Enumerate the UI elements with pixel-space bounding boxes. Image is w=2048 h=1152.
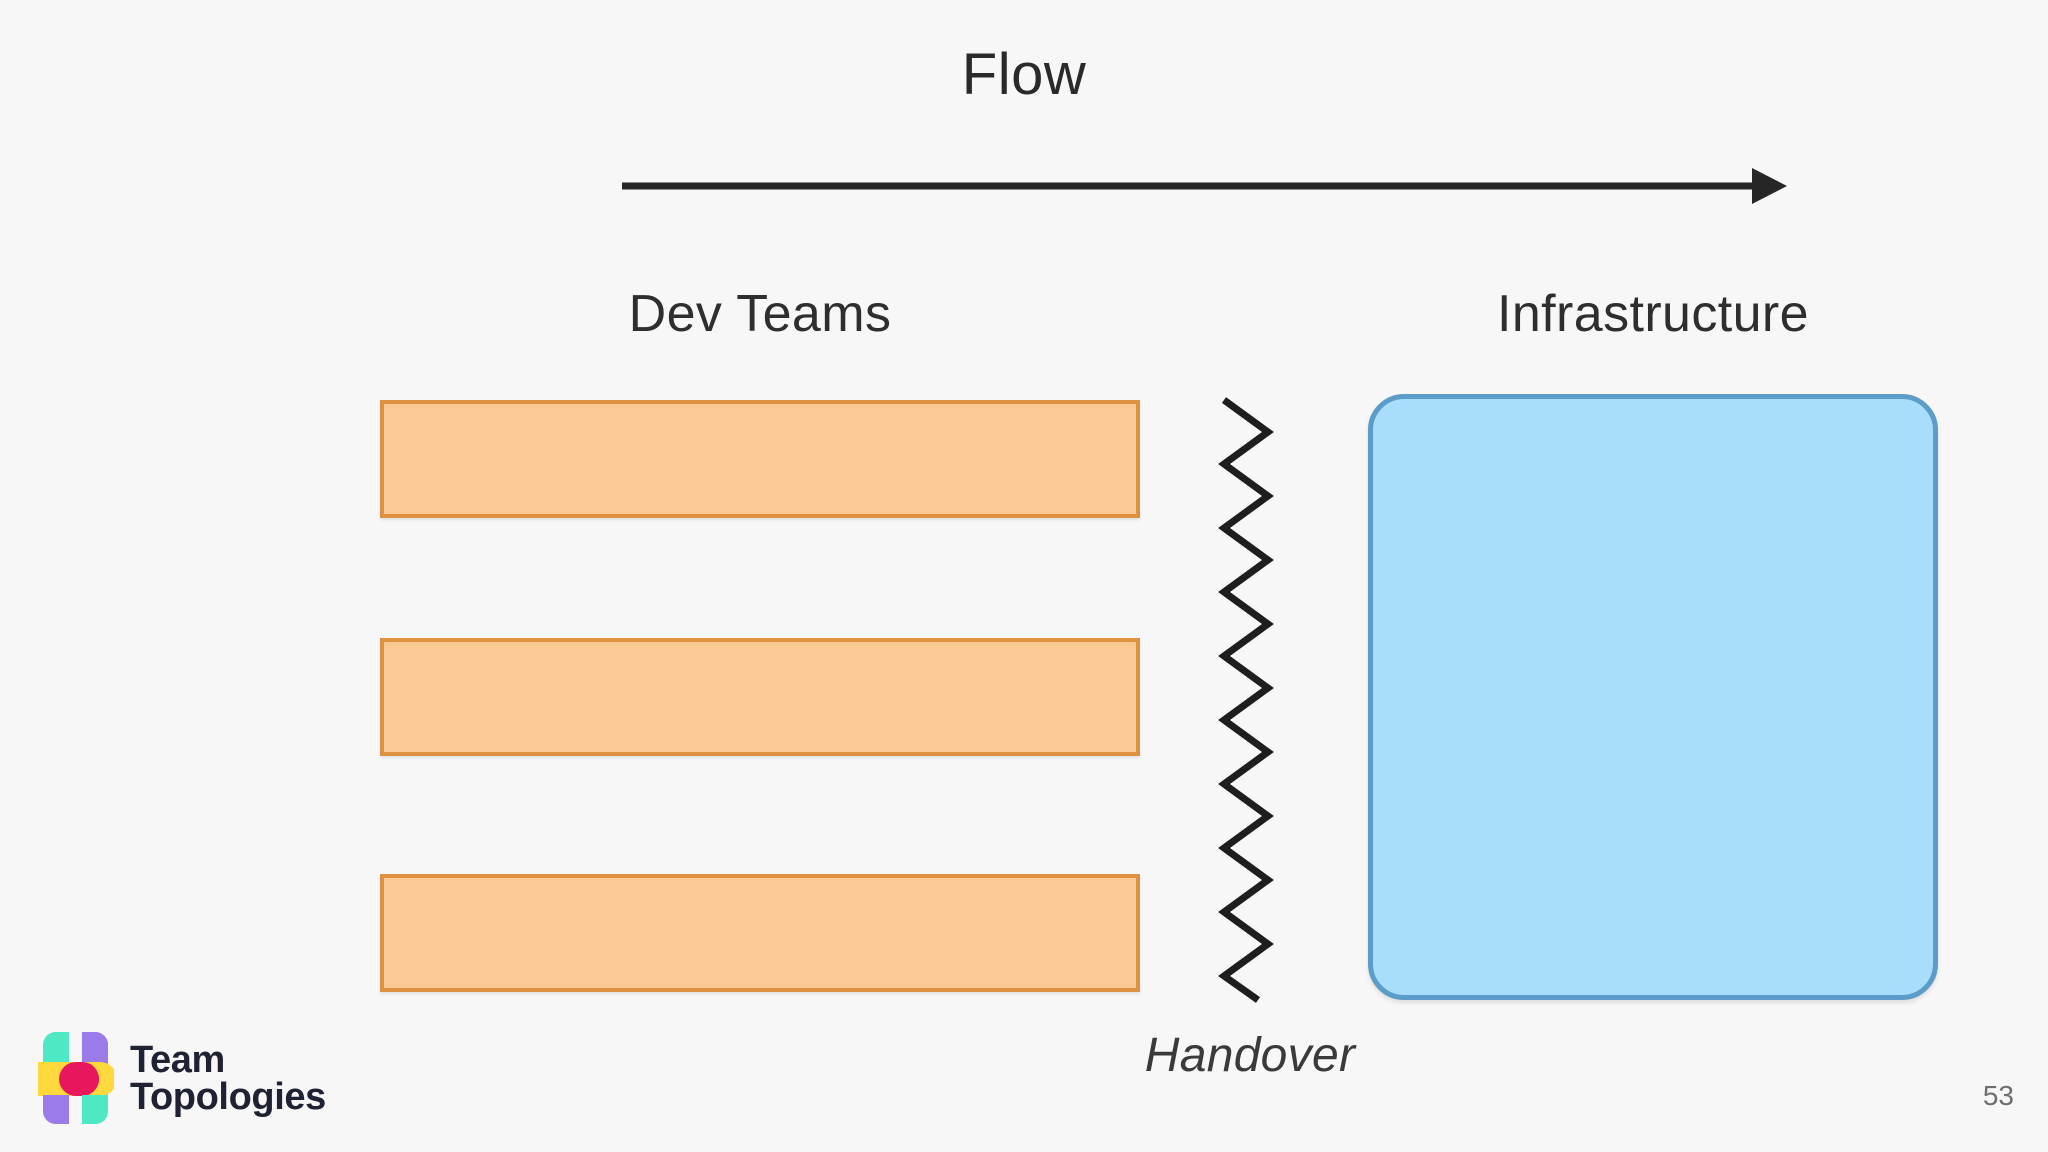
dev-teams-heading: Dev Teams — [628, 285, 892, 343]
page-number: 53 — [1982, 1080, 2014, 1111]
flow-arrow-icon — [622, 168, 1787, 204]
infrastructure-box[interactable] — [1368, 394, 1938, 1000]
logo-line-2: Topologies — [130, 1076, 326, 1118]
team-topologies-wordmark: Team Topologies — [130, 1039, 326, 1118]
logo-line-1: Team — [130, 1039, 225, 1082]
handover-label: Handover — [1144, 1029, 1356, 1082]
dev-team-bar[interactable] — [380, 874, 1140, 992]
infrastructure-heading: Infrastructure — [1497, 285, 1809, 343]
dev-team-bar[interactable] — [380, 400, 1140, 518]
handover-zigzag-icon — [1217, 397, 1274, 1003]
page-title: Flow — [961, 42, 1087, 107]
flow-arrow-head — [1752, 168, 1787, 204]
team-topologies-logo: Team Topologies — [38, 1024, 326, 1134]
dev-team-bar[interactable] — [380, 638, 1140, 756]
team-topologies-mark-icon — [38, 1032, 114, 1124]
